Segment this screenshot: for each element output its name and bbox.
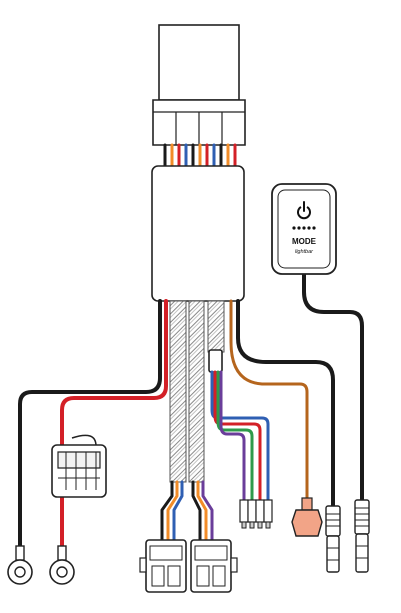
green-wire [216, 370, 254, 502]
top-connector-cap [158, 24, 240, 101]
indicator-dot [312, 226, 316, 230]
power-ring-terminal [49, 545, 75, 585]
controller-cable [302, 270, 364, 502]
multi-pin-connector [139, 539, 238, 593]
purple-wire [219, 370, 246, 502]
mode-controller-switch[interactable]: MODE lightbar [271, 183, 337, 275]
indicator-dot [302, 226, 306, 230]
top-wire-bundle [163, 143, 237, 170]
mode-label: MODE [292, 237, 317, 246]
mode-indicator-dots [292, 226, 316, 230]
mini-connector-left [325, 505, 341, 573]
pin-terminals [239, 499, 273, 529]
red-signal-wire [213, 370, 262, 502]
mini-connector-right [354, 499, 370, 573]
spade-terminal [291, 497, 323, 537]
indicator-dot [292, 226, 296, 230]
brown-wire [229, 299, 309, 502]
ground-wire [18, 299, 162, 550]
power-wire [60, 299, 168, 550]
controller-output-wire [236, 299, 335, 508]
brand-script-label: lightbar [295, 249, 314, 255]
power-icon[interactable] [297, 201, 311, 220]
braided-loom-right [207, 300, 225, 353]
blue-wire [210, 370, 270, 502]
indicator-dot [307, 226, 311, 230]
ground-ring-terminal [7, 545, 33, 585]
indicator-dot [297, 226, 301, 230]
loom-sleeve [208, 349, 223, 373]
loom-output-wires [160, 480, 214, 544]
inline-fuse-holder [51, 434, 107, 498]
main-module [151, 165, 245, 302]
braided-loom-center [188, 300, 205, 483]
braided-loom-left [169, 300, 187, 483]
